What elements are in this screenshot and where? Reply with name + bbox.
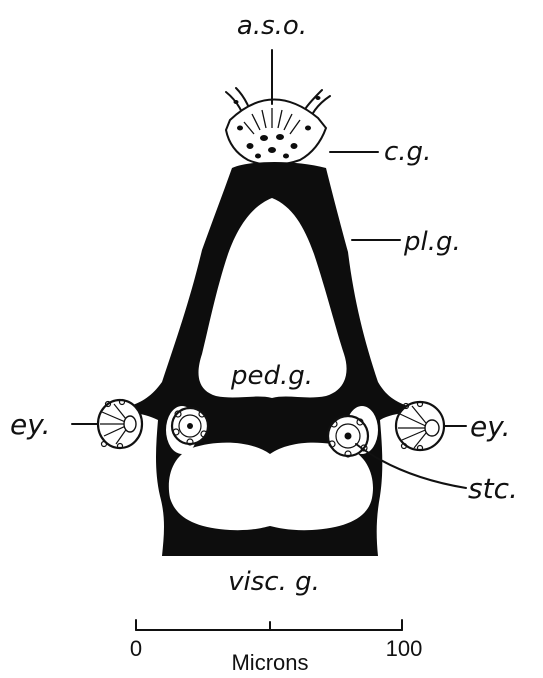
label-ey-left: ey.	[10, 408, 51, 441]
label-aso: a.s.o.	[237, 11, 307, 41]
eye-right	[396, 402, 444, 451]
label-viscg: visc. g.	[228, 567, 320, 597]
statocyst-right	[328, 416, 368, 457]
scale-bar	[136, 620, 402, 630]
scale-unit-label: Microns	[231, 650, 308, 675]
label-ey-right: ey.	[470, 410, 511, 443]
scale-min-label: 0	[130, 636, 142, 661]
label-pedg: ped.g.	[230, 361, 313, 391]
label-cg: c.g.	[384, 137, 431, 167]
eye-left	[98, 400, 142, 449]
label-stc: stc.	[468, 472, 518, 505]
apical-sense-organ	[226, 50, 330, 165]
statocyst-left	[172, 408, 208, 445]
ganglion-mass	[130, 162, 408, 556]
scale-max-label: 100	[386, 636, 423, 661]
label-plg: pl.g.	[403, 227, 461, 257]
